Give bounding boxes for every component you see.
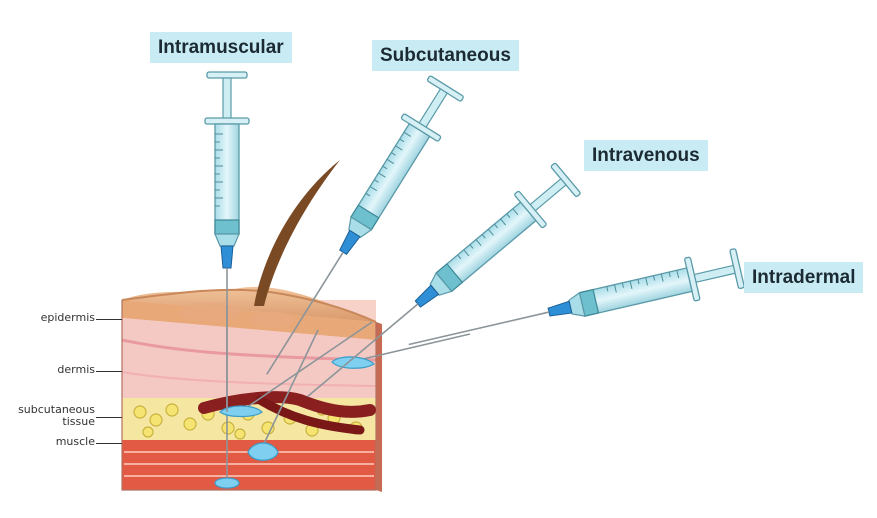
leader-dermis [96,371,122,372]
leader-epidermis [96,319,122,320]
leader-subcutaneous [96,417,122,418]
label-intradermal: Intradermal [744,262,863,293]
layer-label-dermis: dermis [57,364,95,376]
label-intravenous: Intravenous [584,140,708,171]
deposit-subcutaneous [248,443,278,460]
leader-muscle [96,443,122,444]
label-subcutaneous: Subcutaneous [372,40,519,71]
layer-label-epidermis: epidermis [41,312,95,324]
skin-block [122,160,382,492]
deposit-intramuscular [215,478,239,488]
layer-label-muscle: muscle [56,436,95,448]
layer-label-subcutaneous-line2: tissue [62,415,95,428]
hair [254,160,340,306]
label-intramuscular: Intramuscular [150,32,292,63]
layer-label-subcutaneous-tissue: subcutaneous tissue [18,404,95,427]
